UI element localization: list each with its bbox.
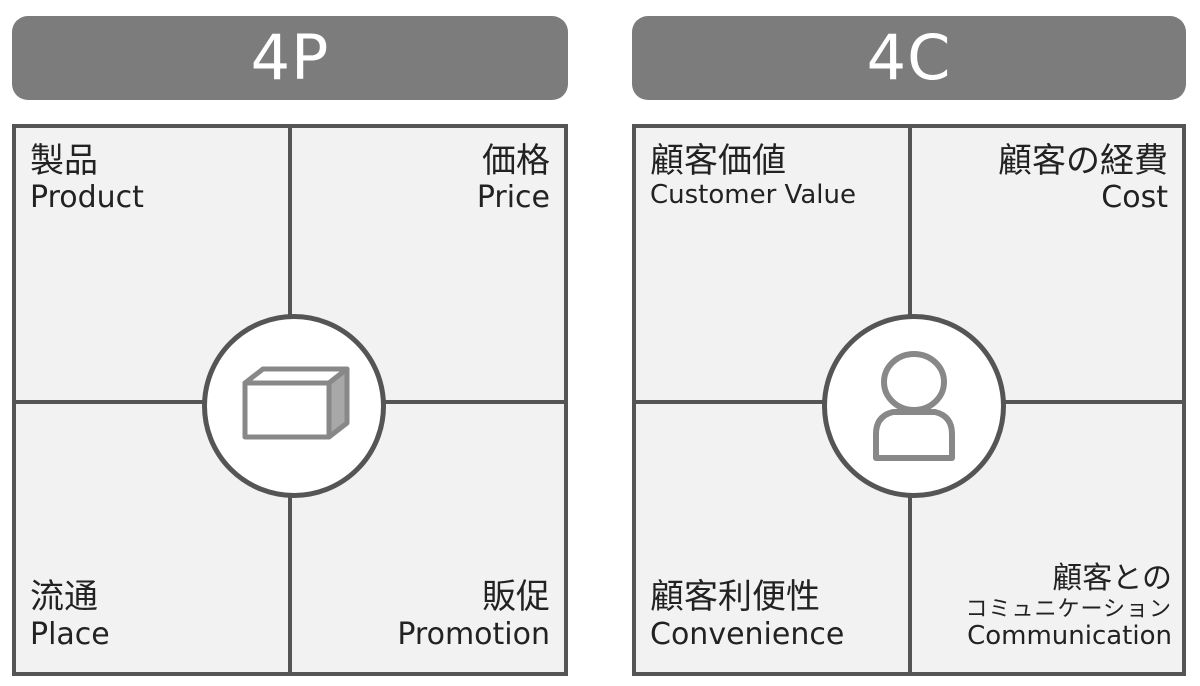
quadrant-en-label: Customer Value bbox=[650, 180, 856, 211]
quadrant-ja-label: 販促 bbox=[482, 577, 550, 618]
quadrant-en-label: Price bbox=[476, 180, 550, 216]
quadrant-en-label: Product bbox=[30, 180, 144, 216]
quadrant-communication: 顧客との コミュニケーション Communication bbox=[965, 562, 1172, 652]
quadrant-price: 価格 Price bbox=[476, 141, 550, 216]
quadrant-en-label: Convenience bbox=[650, 616, 845, 652]
quadrant-ja-label: 顧客との bbox=[1052, 561, 1172, 597]
quadrant-convenience: 顧客利便性 Convenience bbox=[650, 578, 844, 652]
grid-4p: 製品 Product 価格 Price 流通 Place 販促 Promotio… bbox=[12, 124, 568, 676]
hub-circle bbox=[202, 314, 386, 498]
quadrant-ja-label: 顧客の経費 bbox=[998, 141, 1168, 181]
banner-4c: 4C bbox=[632, 16, 1186, 100]
person-icon bbox=[873, 351, 955, 461]
quadrant-en-label: Cost bbox=[1101, 180, 1168, 216]
quadrant-ja-label: 製品 bbox=[30, 141, 98, 181]
quadrant-en-label: Communication bbox=[967, 621, 1172, 652]
quadrant-en-label: Promotion bbox=[397, 616, 550, 652]
quadrant-en-label: Place bbox=[30, 616, 110, 652]
quadrant-customer-value: 顧客価値 Customer Value bbox=[650, 141, 856, 211]
quadrant-product: 製品 Product bbox=[30, 141, 144, 216]
quadrant-cost: 顧客の経費 Cost bbox=[998, 141, 1168, 216]
box-icon bbox=[242, 366, 350, 440]
quadrant-promotion: 販促 Promotion bbox=[397, 578, 550, 652]
hub-circle bbox=[822, 314, 1006, 498]
quadrant-ja-label: 価格 bbox=[482, 141, 550, 181]
quadrant-place: 流通 Place bbox=[30, 578, 110, 652]
quadrant-ja-sublabel: コミュニケーション bbox=[965, 596, 1172, 622]
quadrant-ja-label: 流通 bbox=[30, 577, 98, 618]
banner-title: 4C bbox=[866, 21, 952, 94]
quadrant-ja-label: 顧客価値 bbox=[650, 141, 786, 181]
quadrant-ja-label: 顧客利便性 bbox=[650, 577, 820, 618]
banner-title: 4P bbox=[250, 21, 330, 94]
banner-4p: 4P bbox=[12, 16, 568, 100]
grid-4c: 顧客価値 Customer Value 顧客の経費 Cost 顧客利便性 Con… bbox=[632, 124, 1186, 676]
